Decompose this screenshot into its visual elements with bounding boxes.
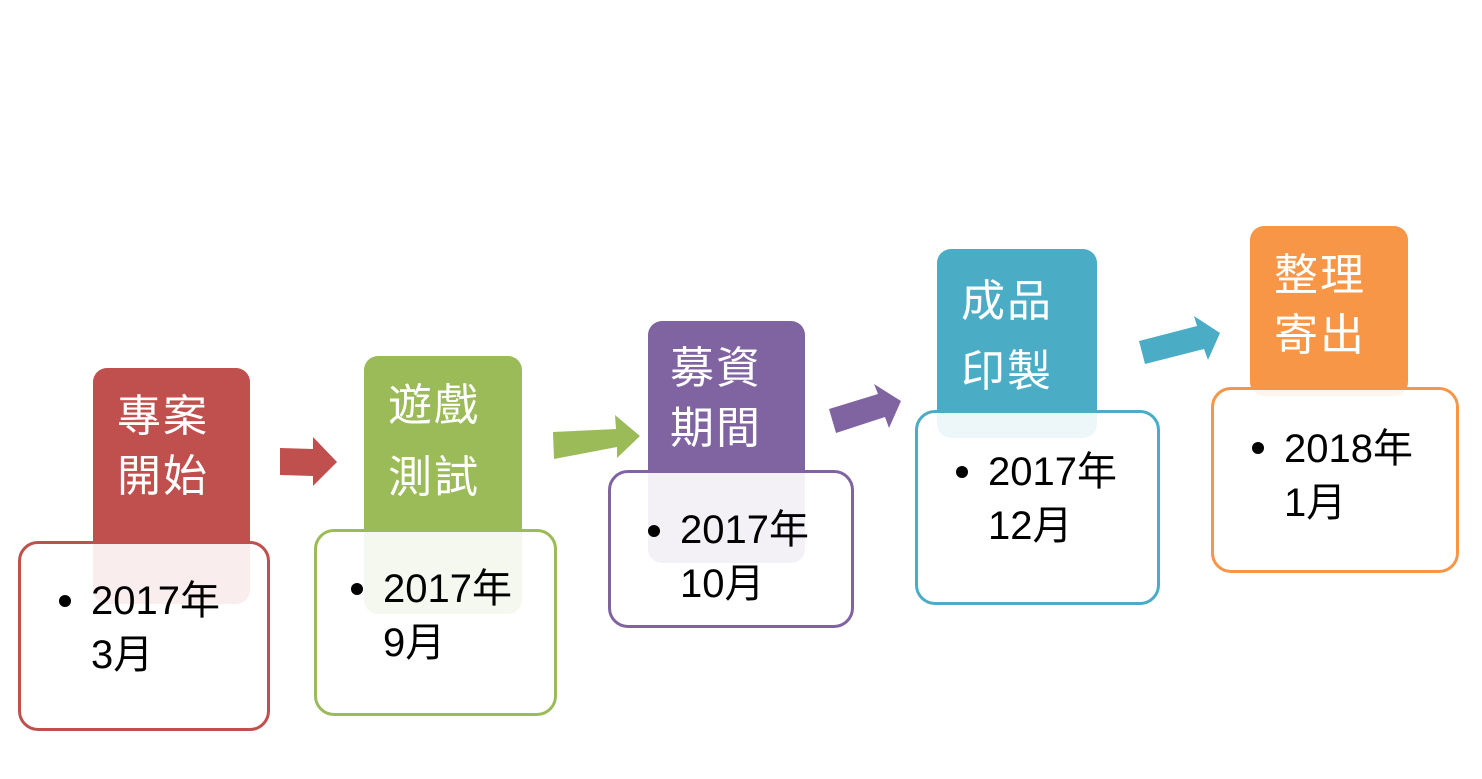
arrow-2 (553, 415, 640, 459)
step-4-date-card: 2017年 12月 (915, 410, 1160, 605)
step-1-heading: 專案 開始 (93, 368, 250, 604)
step-3-date-card: 2017年 10月 (608, 470, 854, 628)
step-1-title-line1: 專案 (117, 391, 209, 442)
step-2-date-line2: 9月 (383, 621, 446, 666)
step-4-date-line2: 12月 (988, 504, 1073, 549)
step-2-title-line1: 遊戲 (388, 380, 480, 431)
step-1-date-line2: 3月 (91, 633, 154, 678)
step-5-title-line2: 寄出 (1274, 309, 1366, 361)
step-2-date-card: 2017年 9月 (314, 529, 557, 716)
step-5-heading: 整理 寄出 (1250, 226, 1408, 396)
step-5-date-line2: 1月 (1284, 481, 1347, 526)
step-3-title-line2: 期間 (670, 402, 762, 454)
step-3-title-line1: 募資 (670, 343, 762, 394)
arrow-3 (829, 384, 901, 433)
step-4-heading: 成品 印製 (937, 249, 1097, 438)
bullet-icon (956, 466, 968, 478)
arrow-1 (280, 437, 337, 486)
step-4-date-line1: 2017年 (988, 450, 1117, 494)
bullet-icon (1252, 442, 1264, 454)
step-4-title-line2: 印製 (961, 345, 1053, 397)
step-4-title-line1: 成品 (961, 276, 1053, 327)
step-2-date-line1: 2017年 (383, 567, 512, 611)
step-2-title-line2: 測試 (388, 451, 480, 503)
step-1-title-line2: 開始 (117, 450, 209, 502)
step-1-date-line1: 2017年 (91, 579, 220, 623)
step-5-date-line1: 2018年 (1284, 427, 1413, 471)
step-3-date-line1: 2017年 (680, 508, 809, 552)
step-5-date-card: 2018年 1月 (1211, 387, 1459, 573)
step-5-title-line1: 整理 (1274, 250, 1366, 301)
bullet-icon (648, 525, 660, 537)
step-1-date-card: 2017年 3月 (18, 541, 270, 731)
bullet-icon (59, 595, 71, 607)
step-3-date-line2: 10月 (680, 562, 765, 607)
arrow-4 (1139, 316, 1220, 364)
bullet-icon (351, 583, 363, 595)
